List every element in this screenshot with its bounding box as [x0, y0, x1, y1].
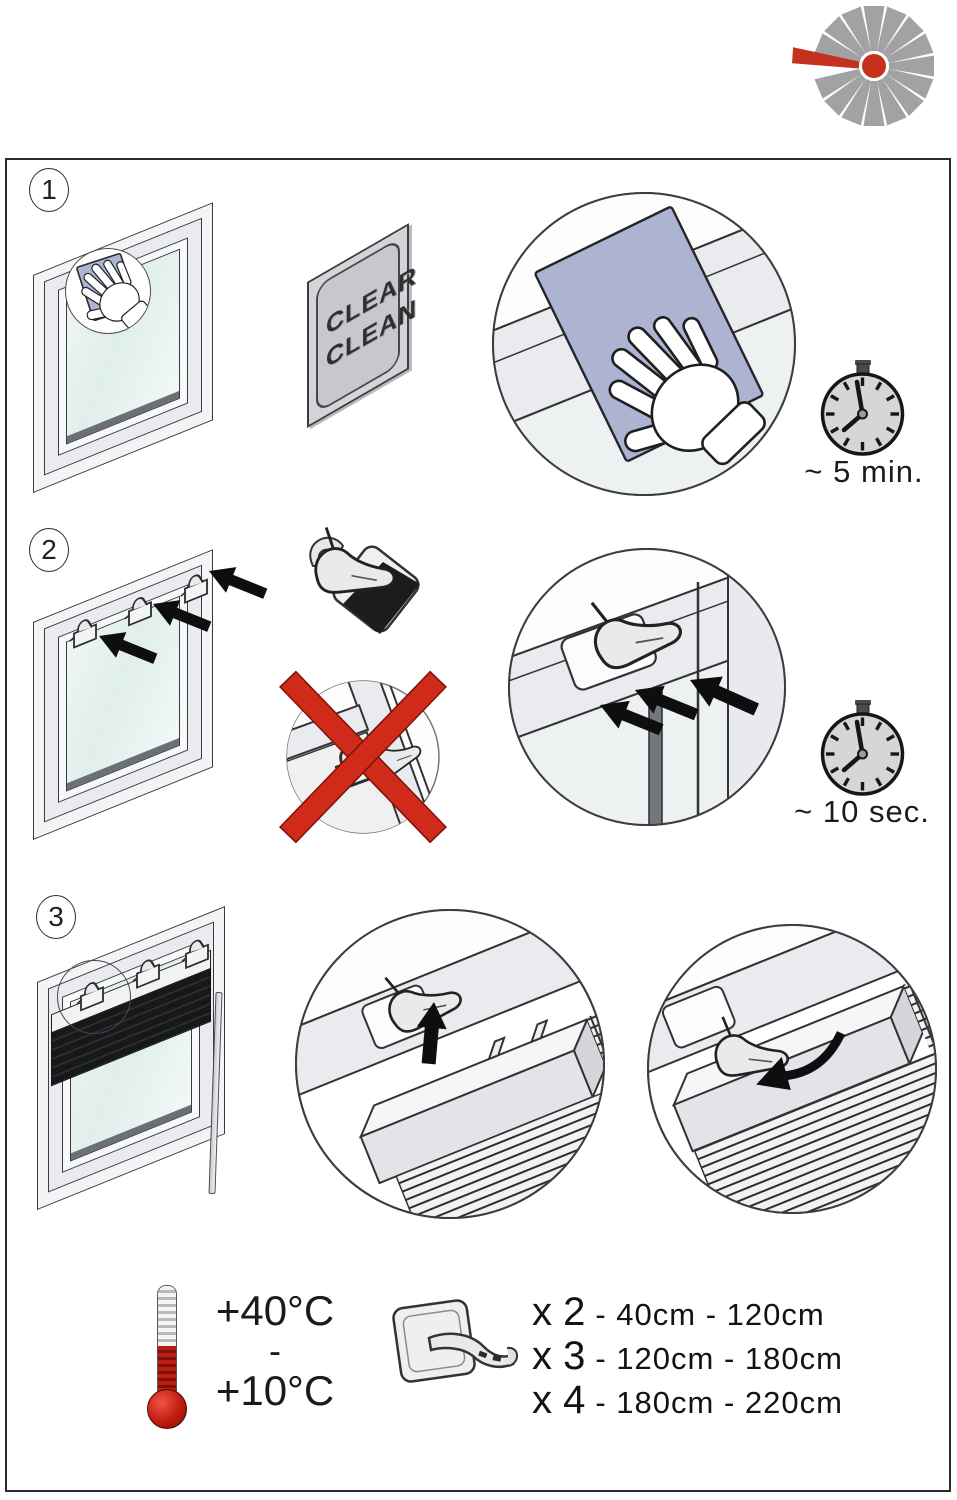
- hand-wipe-icon: [66, 249, 150, 333]
- quantity-range: - 40cm - 120cm: [595, 1297, 825, 1332]
- arrow-icon: [203, 558, 271, 607]
- temperature-range: +40°C - +10°C: [175, 1288, 375, 1414]
- duration-label-step2: ~ 10 sec.: [794, 794, 930, 829]
- bracket-highlight-circle: [57, 960, 131, 1034]
- step-2-badge: 2: [29, 528, 69, 572]
- step-1-number: 1: [41, 174, 57, 205]
- mounting-bracket-closeup: [309, 525, 420, 634]
- step-3-number: 3: [48, 901, 64, 932]
- pinwheel-logo-icon: [791, 6, 934, 126]
- quantity-count: x 4: [532, 1378, 586, 1422]
- wipe-packet: CLEAR CLEAN: [307, 223, 417, 428]
- step-2-number: 2: [41, 534, 57, 565]
- step-3-badge: 3: [36, 895, 76, 939]
- instruction-frame: 1 CLEAR CLEAN: [5, 158, 951, 1492]
- quantity-row: x 4 - 180cm - 220cm: [532, 1378, 843, 1422]
- quantity-range: - 180cm - 220cm: [595, 1385, 843, 1420]
- temp-min: +10°C: [215, 1367, 335, 1414]
- thermometer-bulb: [147, 1389, 187, 1429]
- bracket-quantity-list: x 2 - 40cm - 120cm x 3 - 120cm - 180cm x…: [532, 1290, 843, 1422]
- red-cross-icon: [279, 670, 447, 843]
- attach-detail-circle: [295, 909, 605, 1219]
- temp-max: +40°C: [215, 1287, 335, 1334]
- cleaning-detail-circle: [492, 192, 796, 496]
- wipe-detail-circle: [65, 248, 151, 334]
- quantity-row: x 2 - 40cm - 120cm: [532, 1290, 843, 1334]
- thermometer-tube: [157, 1285, 177, 1403]
- window-illustration-step3: [37, 906, 225, 1210]
- window-illustration-step1: [33, 202, 213, 494]
- quantity-count: x 3: [532, 1334, 586, 1378]
- temp-separator: -: [269, 1330, 281, 1371]
- quantity-range: - 120cm - 180cm: [595, 1341, 843, 1376]
- wipe-packet-label: CLEAR CLEAN: [316, 237, 417, 414]
- mounting-detail-circle: [508, 548, 786, 826]
- step-1-badge: 1: [29, 168, 69, 212]
- timer-icon: [811, 360, 916, 460]
- arrow-rotate-icon: [756, 1030, 846, 1090]
- timer-icon: [811, 700, 916, 800]
- duration-label-step1: ~ 5 min.: [804, 454, 924, 489]
- arrow-up-icon: [416, 1002, 447, 1065]
- quantity-row: x 3 - 120cm - 180cm: [532, 1334, 843, 1378]
- quantity-count: x 2: [532, 1290, 586, 1334]
- prohibited-circle: [279, 670, 447, 843]
- thermometer-icon: [145, 1285, 189, 1445]
- mounting-bracket-icon: [392, 1299, 518, 1383]
- lock-detail-circle: [647, 924, 937, 1214]
